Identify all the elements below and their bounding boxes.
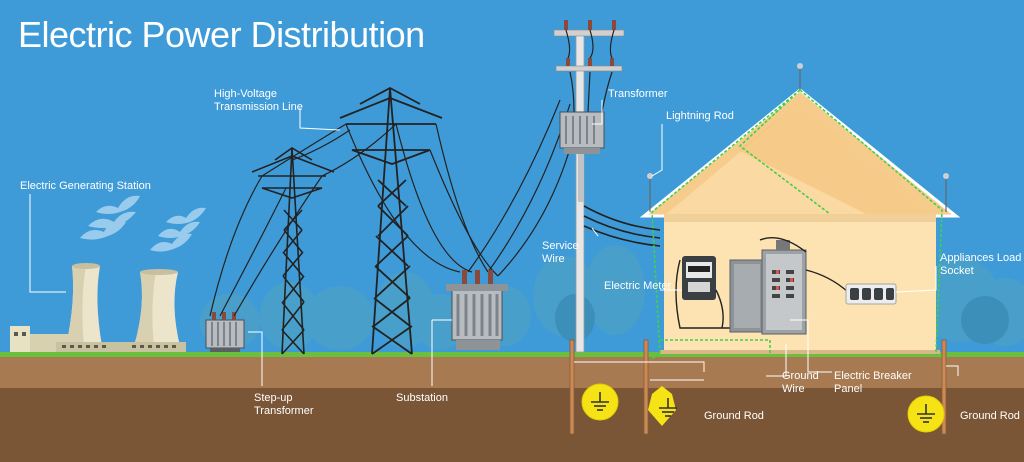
label-ground-rod-right: Ground Rod: [960, 410, 1020, 422]
label-electric-meter: Electric Meter: [604, 280, 672, 292]
power-station: [10, 195, 206, 352]
label-transformer: Transformer: [608, 88, 668, 100]
lightning-rods: [649, 66, 947, 212]
ground-wire: [649, 89, 947, 361]
ground-rods: [569, 339, 947, 435]
label-lightning-rod: Lightning Rod: [666, 110, 734, 122]
label-electric-generating-station: Electric Generating Station: [20, 180, 151, 192]
electric-meter: [675, 256, 750, 329]
ground-topsoil: [0, 357, 1024, 389]
label-service-wire: Service Wire: [542, 240, 579, 265]
appliance-socket: [845, 283, 897, 305]
utility-pole: [553, 20, 625, 353]
ground-subsoil: [0, 388, 1024, 462]
transmission-tower-small: [251, 147, 335, 355]
page-title: Electric Power Distribution: [18, 14, 425, 55]
step-up-transformer: [205, 312, 245, 352]
leader-lines: [29, 100, 959, 386]
label-substation: Substation: [396, 392, 448, 404]
transmission-tower-large: [339, 86, 443, 355]
grass-strip: [0, 352, 1024, 358]
label-ground-rod-left: Ground Rod: [704, 410, 764, 422]
label-electric-breaker-panel: Electric Breaker Panel: [834, 370, 912, 395]
substation-transformer: [446, 270, 508, 350]
label-appliances-load-socket: Appliances Load Socket: [940, 252, 1022, 277]
label-ground-wire: Ground Wire: [782, 370, 819, 395]
label-high-voltage-transmission-line: High-Voltage Transmission Line: [214, 88, 303, 113]
label-step-up-transformer: Step-up Transformer: [254, 392, 314, 417]
ground-symbol-icons: [581, 383, 945, 433]
breaker-panel: [729, 237, 849, 335]
